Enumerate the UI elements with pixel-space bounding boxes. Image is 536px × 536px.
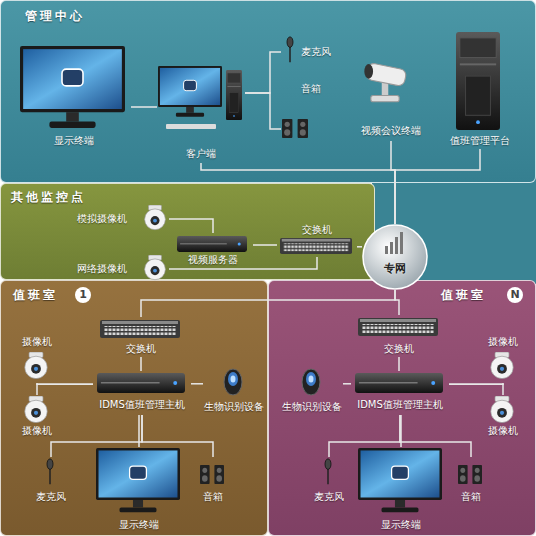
host-icon <box>97 373 185 393</box>
device-node: 摄像机 <box>479 395 527 441</box>
connector-line <box>343 383 351 385</box>
device-node: 摄像机 <box>15 335 59 383</box>
connector-line <box>140 357 142 371</box>
device-node: 显示终端 <box>93 447 185 535</box>
device-label: IDMS值班管理主机 <box>351 399 449 411</box>
device-label: 音箱 <box>301 83 343 95</box>
connector-line <box>357 246 362 248</box>
device-label: 交换机 <box>277 224 357 236</box>
device-label: 视频会议终端 <box>351 125 431 137</box>
device-label: 摄像机 <box>15 425 59 437</box>
device-node: 音箱 <box>189 457 237 505</box>
biometric-icon <box>224 369 242 395</box>
device-label: 视频服务器 <box>173 254 253 266</box>
device-node: 摄像机 <box>15 395 59 441</box>
device-label: 摄像机 <box>479 425 527 437</box>
device-label: 客户端 <box>157 148 245 160</box>
switch-icon <box>280 238 352 254</box>
device-node: 麦克风 <box>281 35 343 69</box>
device-node: 麦克风 <box>305 457 353 505</box>
room-number: N <box>507 287 523 303</box>
video-server-icon <box>177 236 247 252</box>
device-label: 交换机 <box>355 343 443 355</box>
device-label: 摄像机 <box>15 336 59 348</box>
device-node: 音箱 <box>447 457 495 505</box>
device-label: 麦克风 <box>305 491 353 503</box>
device-label: 交换机 <box>97 343 185 355</box>
device-node: IDMS值班管理主机 <box>93 371 191 415</box>
switch-icon <box>100 320 180 338</box>
region-heading: 值班室 <box>13 288 75 302</box>
device-node: 网络摄像机 <box>77 255 169 283</box>
device-node: 摄像机 <box>479 335 527 383</box>
device-node: 麦克风 <box>27 457 75 505</box>
device-node: IDMS值班管理主机 <box>351 371 449 415</box>
device-label: 生物识别设备 <box>203 401 265 413</box>
region-band: 管理中心显示终端客户端 麦克风音箱视频会议终端值班管理平台 <box>0 0 536 183</box>
device-label: 摄像机 <box>479 336 527 348</box>
circle-outline <box>362 224 428 290</box>
device-node: 交换机 <box>277 223 357 257</box>
device-label: 显示终端 <box>355 519 447 531</box>
connector-line <box>398 357 400 371</box>
biometric-icon <box>302 369 320 395</box>
connector-line <box>191 383 203 385</box>
host-icon <box>355 373 443 393</box>
region-band: 其他监控点模拟摄像机网络摄像机 视频服务器 交换机 <box>0 183 375 280</box>
device-label: 网络摄像机 <box>77 263 141 275</box>
device-label: 麦克风 <box>301 46 343 58</box>
device-label: 生物识别设备 <box>281 401 343 413</box>
server-tower-icon <box>456 32 500 130</box>
device-node: 音箱 <box>281 81 343 141</box>
device-node: 值班管理平台 <box>441 29 519 149</box>
region-heading: 值班室 <box>441 288 503 302</box>
device-label: 音箱 <box>189 491 237 503</box>
device-node: 视频会议终端 <box>351 57 431 141</box>
device-node: 模拟摄像机 <box>77 205 169 233</box>
device-node: 显示终端 <box>17 43 131 151</box>
switch-icon <box>358 318 438 336</box>
device-label: 音箱 <box>447 491 495 503</box>
device-label: 显示终端 <box>93 519 185 531</box>
network-circle: 专网 <box>362 224 428 290</box>
device-label: 专网 <box>362 262 428 275</box>
device-label: 模拟摄像机 <box>77 213 141 225</box>
pc-tower-icon <box>226 70 242 120</box>
region-band: 值班室1交换机摄像机摄像机IDMS值班管理主机生物识别设备麦克风显示终端音箱 <box>0 280 268 536</box>
device-label: 麦克风 <box>27 491 75 503</box>
device-node: 显示终端 <box>355 447 447 535</box>
region-band: 值班室N交换机摄像机摄像机IDMS值班管理主机生物识别设备麦克风显示终端音箱 <box>268 280 536 536</box>
connector-line <box>253 244 277 246</box>
device-node: 视频服务器 <box>173 233 253 267</box>
room-number: 1 <box>75 287 91 303</box>
device-node: 交换机 <box>355 315 443 357</box>
device-node: 生物识别设备 <box>281 367 343 415</box>
device-node: 生物识别设备 <box>203 367 265 415</box>
device-node: 客户端 <box>157 63 245 163</box>
connector-line <box>138 415 140 447</box>
circle-shape <box>363 225 427 289</box>
region-heading: 管理中心 <box>25 9 165 23</box>
device-node: 交换机 <box>97 317 185 357</box>
device-label: 显示终端 <box>17 135 131 147</box>
device-label: IDMS值班管理主机 <box>93 399 191 411</box>
keyboard-icon <box>166 124 216 129</box>
connector-line <box>131 106 157 108</box>
region-heading: 其他监控点 <box>11 190 131 204</box>
device-label: 值班管理平台 <box>441 135 519 147</box>
